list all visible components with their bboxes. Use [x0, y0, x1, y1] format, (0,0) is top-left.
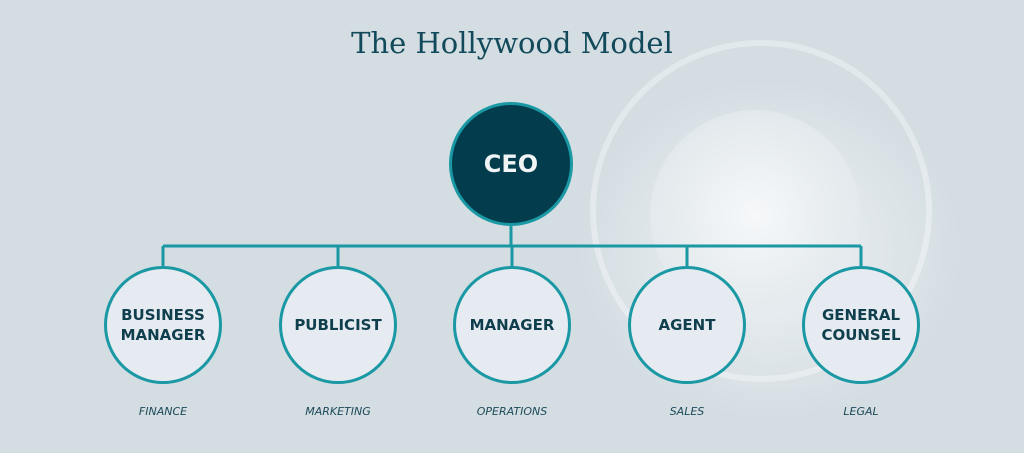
sublabel-finance: FINANCE	[138, 405, 188, 418]
node-label: PUBLICIST	[294, 316, 382, 334]
sublabel-sales: SALES	[669, 405, 705, 418]
diagram-title: The Hollywood Model	[351, 26, 673, 60]
node-label: BUSINESS MANAGER	[120, 306, 206, 344]
sublabel-legal: LEGAL	[843, 405, 879, 418]
ceo-label: CEO	[483, 150, 539, 178]
sublabel-operations: OPERATIONS	[476, 405, 548, 418]
node-label: GENERAL COUNSEL	[821, 306, 901, 344]
node-label: AGENT	[658, 316, 716, 334]
node-manager: MANAGER	[453, 266, 571, 384]
ceo-node: CEO	[449, 102, 573, 226]
node-business-manager: BUSINESS MANAGER	[104, 266, 222, 384]
sublabel-marketing: MARKETING	[305, 405, 371, 418]
node-agent: AGENT	[628, 266, 746, 384]
node-publicist: PUBLICIST	[279, 266, 397, 384]
node-general-counsel: GENERAL COUNSEL	[802, 266, 920, 384]
node-label: MANAGER	[469, 316, 555, 334]
